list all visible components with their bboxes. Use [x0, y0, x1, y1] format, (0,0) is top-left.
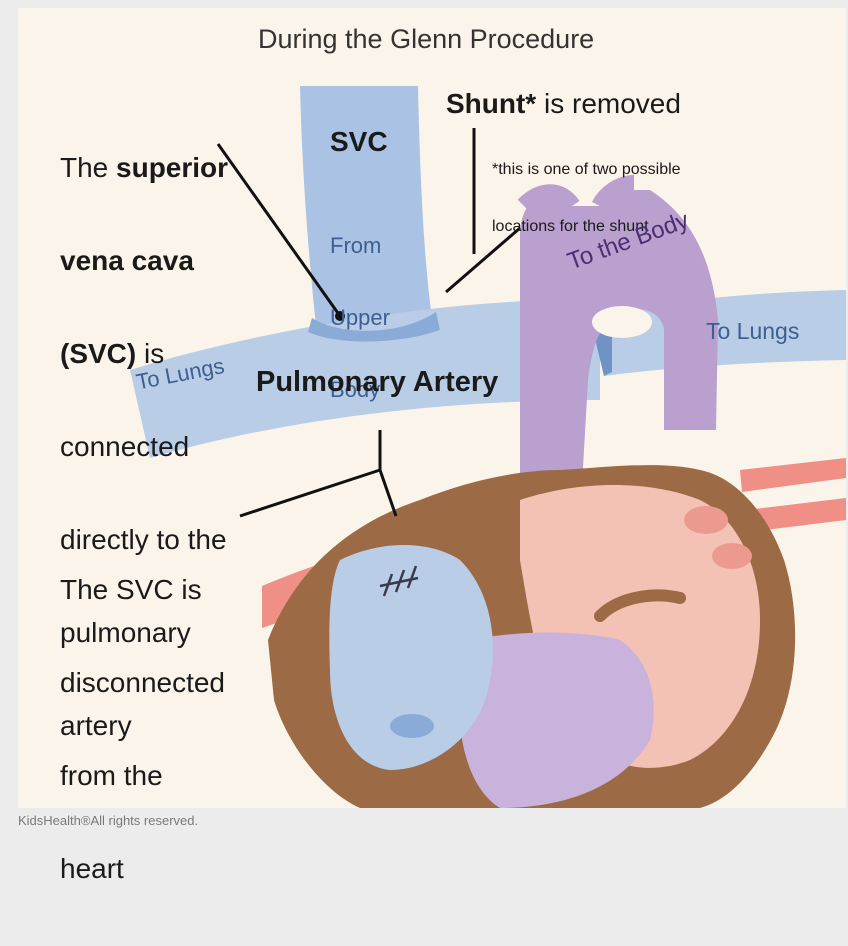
callout-line-1: The superior	[60, 152, 228, 183]
to-lungs-right-label: To Lungs	[706, 318, 799, 345]
aorta-arch-gap	[592, 306, 652, 338]
svc-disconnected-callout: The SVC is disconnected from the heart	[60, 512, 225, 946]
pulmonary-artery-label: Pulmonary Artery	[256, 366, 498, 399]
diagram: During the Glenn Procedure The superior …	[0, 0, 848, 832]
svc-label: SVC	[330, 126, 388, 158]
heart-spot-2	[712, 543, 752, 569]
atrium-spot	[390, 714, 434, 738]
callout-line-2: vena cava	[60, 245, 228, 276]
copyright-credit: KidsHealth®All rights reserved.	[18, 813, 198, 828]
heart-spot-1	[684, 506, 728, 534]
svc-from-upper-body-label: From Upper Body	[330, 186, 390, 450]
callout-line-4: connected	[60, 431, 228, 462]
artery-right	[740, 458, 846, 492]
shunt-callout: Shunt* is removed	[446, 88, 681, 120]
diagram-title: During the Glenn Procedure	[258, 24, 594, 55]
